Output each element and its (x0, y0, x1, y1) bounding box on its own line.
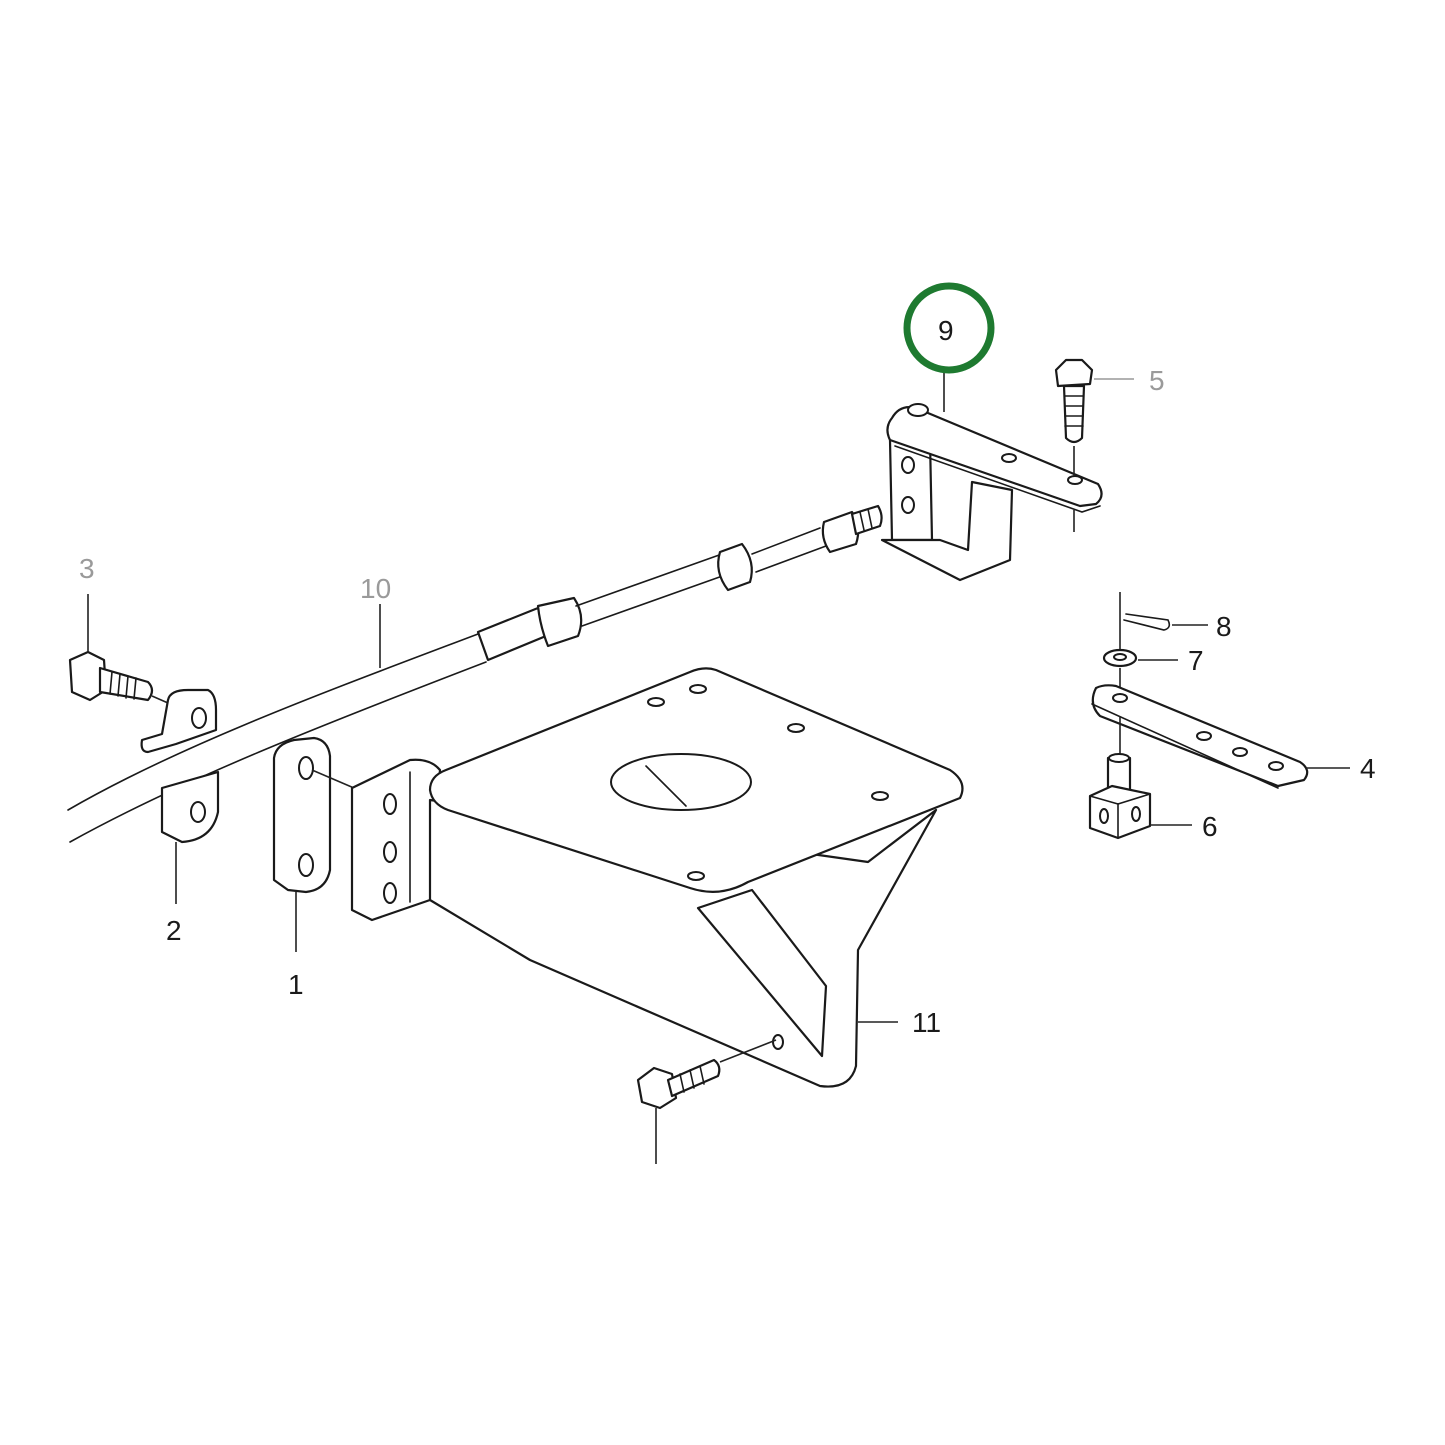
callout-label-1[interactable]: 1 (288, 969, 304, 1000)
callout-label-2[interactable]: 2 (166, 915, 182, 946)
part-8-cotter-pin[interactable] (1119, 592, 1208, 652)
callout-label-9[interactable]: 9 (938, 315, 954, 346)
callout-label-7[interactable]: 7 (1188, 645, 1204, 676)
bottom-flange-bolt[interactable] (636, 1039, 777, 1164)
callout-label-6[interactable]: 6 (1202, 811, 1218, 842)
part-1-clamp-plate[interactable] (272, 736, 355, 894)
callout-label-10[interactable]: 10 (360, 573, 391, 604)
part-9-pivot-bracket[interactable] (880, 368, 1103, 582)
part-5-flange-bolt[interactable] (1054, 358, 1134, 476)
part-4-lever-arm[interactable] (1091, 684, 1350, 789)
part-2-cable-clamp[interactable] (140, 688, 220, 844)
callout-label-11[interactable]: 11 (912, 1007, 941, 1038)
callout-label-3[interactable]: 3 (79, 553, 95, 584)
callout-label-5[interactable]: 5 (1149, 365, 1165, 396)
part-6-connector-block[interactable] (1088, 753, 1192, 840)
highlight-ring-part-9 (903, 282, 995, 374)
callout-label-4[interactable]: 4 (1360, 753, 1376, 784)
part-10-control-cable[interactable] (67, 504, 883, 843)
part-3-hex-bolt[interactable] (68, 650, 169, 704)
part-11-mounting-bracket[interactable] (350, 667, 964, 1088)
part-7-washer[interactable] (1102, 648, 1178, 690)
callout-label-8[interactable]: 8 (1216, 611, 1232, 642)
